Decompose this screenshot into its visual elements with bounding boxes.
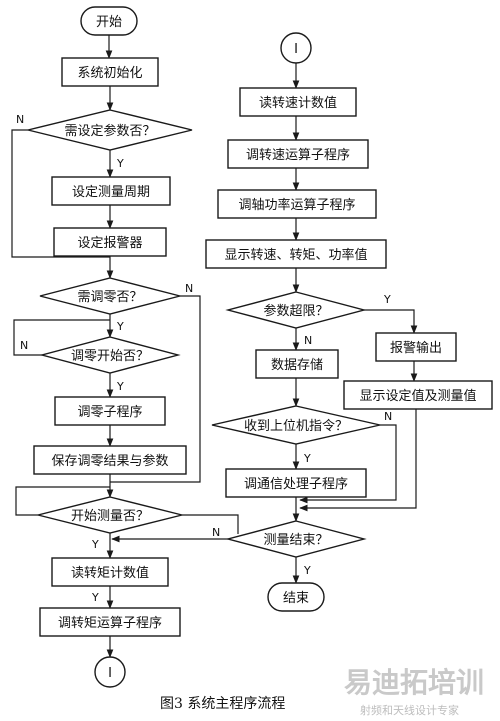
yes-label: Y: [91, 538, 99, 551]
no-path: [182, 514, 239, 534]
no-label: N: [212, 526, 220, 539]
yes-label: Y: [116, 320, 124, 333]
save-zero-process: [33, 445, 187, 475]
figure-caption: 图3 系统主程序流程: [160, 696, 285, 712]
end-terminal: [267, 582, 325, 612]
need-zero-question: 需调零否？: [77, 290, 142, 305]
yes-path: [364, 309, 418, 334]
end-label: 结束: [283, 591, 309, 606]
display-set-process: [343, 380, 493, 410]
yes-label: Y: [383, 293, 391, 306]
alarm-output-label: 报警输出: [390, 340, 442, 356]
set-alarm-label: 设定报警器: [77, 235, 142, 251]
display-values-label: 显示转速、转矩、功率值: [224, 247, 367, 263]
set-params-question: 需设定参数否？: [64, 123, 155, 139]
comm-sub-process: [225, 468, 367, 498]
no-path: [299, 424, 397, 504]
save-zero-label: 保存调零结果与参数: [51, 453, 168, 469]
set-period-process: [51, 176, 171, 206]
power-sub-label: 调轴功率运算子程序: [238, 197, 355, 213]
zero-sub-label: 调零子程序: [77, 405, 142, 420]
yes-label: Y: [91, 591, 99, 604]
no-label: N: [185, 282, 193, 295]
merge-path: [299, 409, 417, 512]
over-limit-question: 参数超限？: [263, 303, 328, 319]
torque-sub-process: [39, 607, 181, 637]
torque-sub-label: 调转矩运算子程序: [58, 616, 162, 631]
host-command-question: 收到上位机指令？: [244, 419, 348, 434]
no-path: [110, 295, 201, 483]
zero-sub-process: [54, 396, 166, 426]
measure-end-question: 测量结束？: [263, 533, 328, 548]
set-alarm-process: [53, 227, 167, 257]
connector-label: I: [294, 42, 298, 57]
start-measure-question: 开始测量否？: [71, 509, 149, 524]
init-process: [61, 57, 159, 87]
data-store-label: 数据存储: [271, 358, 323, 373]
yes-label: Y: [303, 452, 311, 465]
yes-label: Y: [303, 564, 311, 577]
read-speed-process: [239, 87, 357, 117]
speed-sub-process: [227, 139, 369, 169]
no-loop: [13, 319, 110, 356]
no-label: N: [304, 334, 312, 347]
start-label: 开始: [96, 15, 122, 30]
set-period-label: 设定测量周期: [72, 185, 150, 200]
no-label: N: [20, 339, 28, 352]
data-store-process: [255, 349, 339, 379]
read-torque-label: 读转矩计数值: [71, 565, 149, 581]
display-set-label: 显示设定值及测量值: [359, 388, 476, 404]
watermark-tagline: 射频和天线设计专家: [360, 703, 459, 717]
init-label: 系统初始化: [77, 66, 142, 81]
connector-label: I: [108, 666, 112, 681]
display-values-process: [205, 239, 387, 269]
power-sub-process: [217, 189, 377, 219]
yes-label: Y: [116, 157, 124, 170]
speed-sub-label: 调转速运算子程序: [246, 148, 350, 163]
no-label: N: [16, 113, 24, 126]
zero-start-question: 调零开始否？: [71, 349, 149, 364]
no-label: N: [384, 410, 392, 423]
watermark-logo: 易迪拓培训: [344, 666, 484, 699]
alarm-output-process: [375, 332, 457, 362]
no-path: [11, 129, 110, 258]
connector-i-bottom: [94, 656, 126, 688]
yes-label: Y: [116, 380, 124, 393]
comm-sub-label: 调通信处理子程序: [244, 477, 348, 492]
read-speed-label: 读转速计数值: [259, 95, 337, 111]
loop-back: [15, 486, 110, 516]
